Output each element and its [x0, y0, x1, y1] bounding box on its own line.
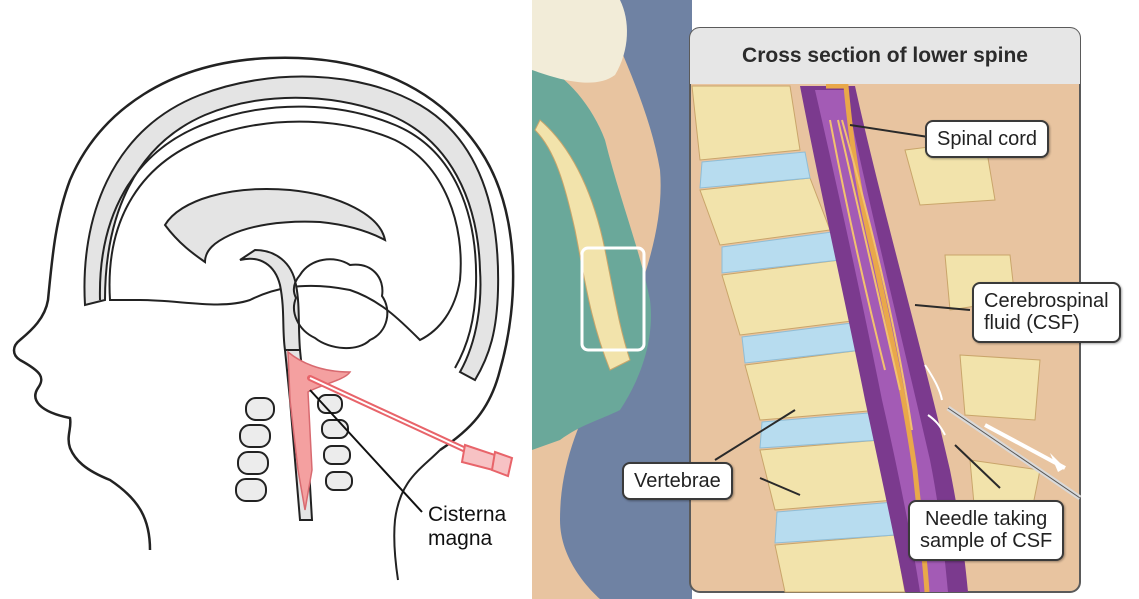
cerebellum — [294, 259, 387, 348]
cisterna-magna-label-line1: Cisterna — [428, 503, 506, 527]
panel-title-bar: Cross section of lower spine — [690, 28, 1080, 84]
corpus-callosum — [165, 189, 385, 262]
spinal-cord-callout: Spinal cord — [925, 120, 1049, 158]
head-sagittal-illustration — [14, 58, 513, 580]
csf-callout-line1: Cerebrospinal — [984, 290, 1109, 312]
cisterna-magna-label: Cisterna magna — [428, 503, 506, 551]
patient-head-top — [532, 0, 627, 83]
needle-callout-line1: Needle taking — [920, 508, 1052, 530]
panel-title: Cross section of lower spine — [742, 44, 1028, 68]
needle-callout: Needle taking sample of CSF — [908, 500, 1064, 561]
csf-callout-line2: fluid (CSF) — [984, 312, 1109, 334]
patient-side-illustration — [532, 0, 692, 599]
csf-callout: Cerebrospinal fluid (CSF) — [972, 282, 1121, 343]
spinal-cord-callout-text: Spinal cord — [937, 128, 1037, 150]
cisterna-magna-label-line2: magna — [428, 527, 506, 551]
vertebrae-callout-text: Vertebrae — [634, 470, 721, 492]
needle-callout-line2: sample of CSF — [920, 530, 1052, 552]
vertebrae-callout: Vertebrae — [622, 462, 733, 500]
